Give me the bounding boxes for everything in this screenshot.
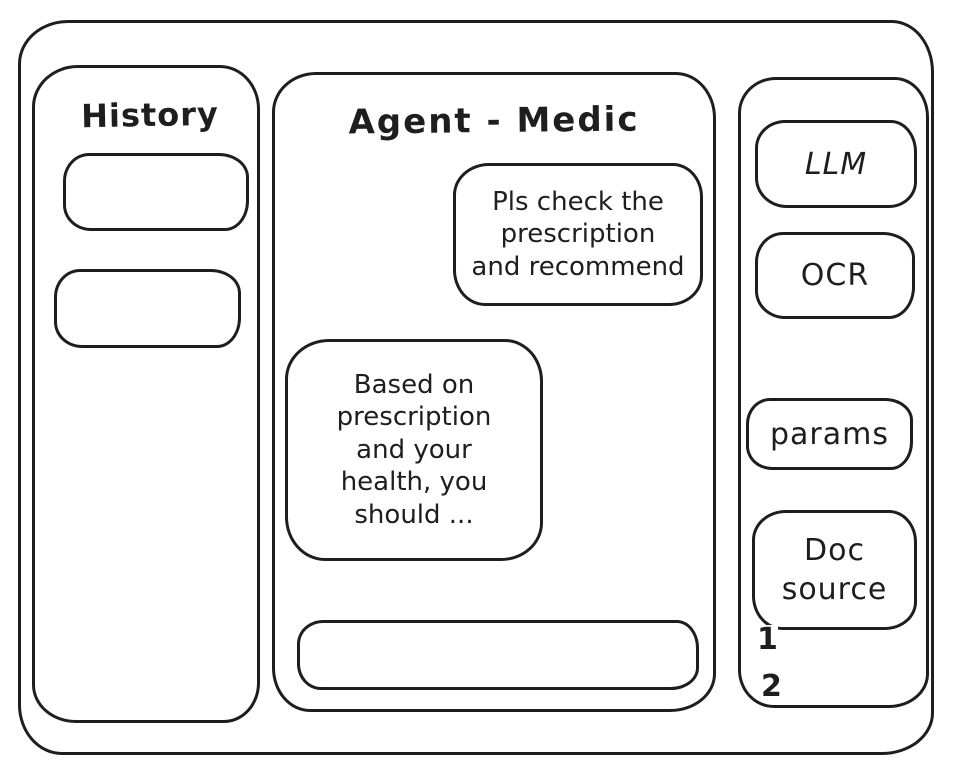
- doc-source-item-2[interactable]: 2: [761, 669, 782, 704]
- doc-source-button[interactable]: Doc source: [752, 510, 917, 630]
- message-input[interactable]: [297, 620, 699, 690]
- params-button[interactable]: params: [746, 398, 913, 470]
- agent-message-text: Based on prescription and your health, y…: [336, 369, 492, 530]
- history-item[interactable]: [63, 153, 249, 231]
- agent-message-bubble: Based on prescription and your health, y…: [285, 339, 543, 561]
- history-item[interactable]: [54, 269, 241, 348]
- history-sidebar: History: [32, 65, 260, 723]
- chat-title: Agent - Medic: [348, 99, 640, 143]
- chat-panel: Agent - Medic Pls check the prescription…: [272, 72, 716, 712]
- user-message-text: Pls check the prescription and recommend: [471, 186, 685, 282]
- ocr-button[interactable]: OCR: [755, 232, 915, 319]
- doc-source-item-1[interactable]: 1: [757, 622, 778, 657]
- user-message-bubble: Pls check the prescription and recommend: [453, 163, 703, 306]
- tools-sidebar: LLM OCR params Doc source 1 2: [738, 77, 929, 708]
- llm-button[interactable]: LLM: [755, 120, 917, 208]
- history-title: History: [80, 94, 220, 136]
